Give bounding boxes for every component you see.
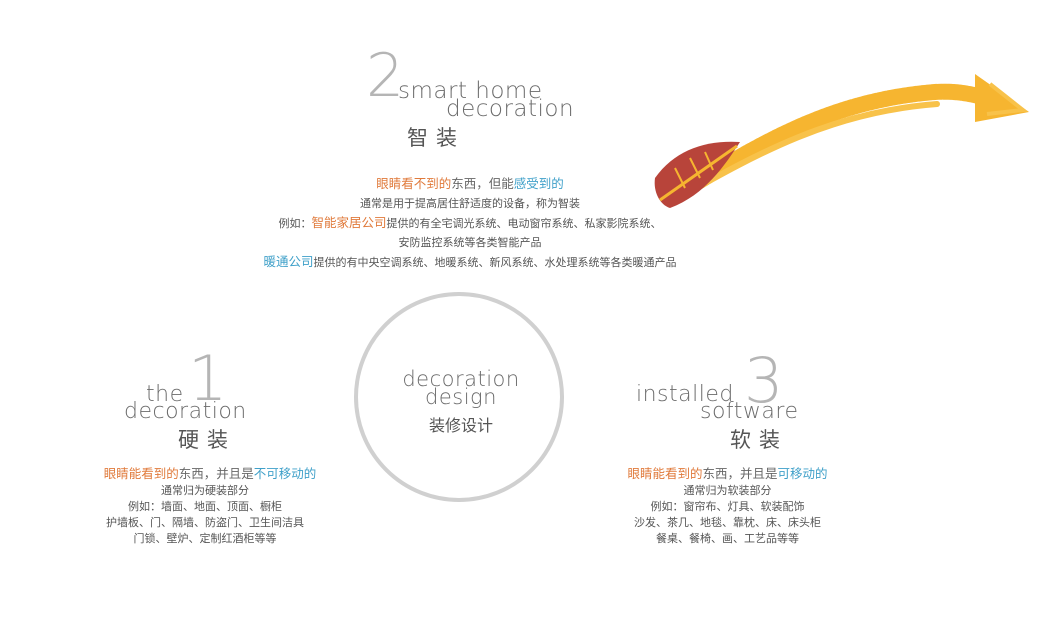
soft-title-en-line2: software — [700, 399, 799, 424]
smart-tagline: 眼睛看不到的东西，但能感受到的 — [300, 173, 640, 192]
hard-desc-line: 门锁、壁炉、定制红酒柜等等 — [133, 532, 277, 545]
hard-desc-line: 通常归为硬装部分 — [161, 484, 249, 497]
smart-tag-highlight1: 眼睛看不到的 — [376, 176, 452, 191]
smart-title-en-line2: decoration — [446, 96, 575, 122]
smart-desc-line4: 暖通公司提供的有中央空调系统、地暖系统、新风系统、水处理系统等各类暖通产品 — [263, 254, 677, 269]
soft-title-en-line1: installed — [636, 382, 734, 407]
hard-tag-highlight1: 眼睛能看到的 — [103, 466, 179, 481]
soft-desc-line: 餐桌、餐椅、画、工艺品等等 — [656, 532, 799, 545]
smart-description: 通常是用于提高居住舒适度的设备，称为智装 例如：智能家居公司提供的有全宅调光系统… — [240, 194, 700, 272]
soft-tag-mid: 东西，并且是 — [702, 466, 778, 481]
soft-desc-line: 通常归为软装部分 — [683, 484, 772, 497]
hard-tagline: 眼睛能看到的东西，并且是不可移动的 — [95, 463, 325, 482]
soft-desc-line: 沙发、茶几、地毯、靠枕、床、床头柜 — [634, 516, 821, 529]
center-ring — [354, 292, 564, 502]
soft-title-cn: 软装 — [730, 428, 788, 452]
smart-tag-mid: 东西，但能 — [451, 176, 514, 191]
swoosh-arrow-icon — [654, 74, 1029, 208]
soft-description: 通常归为软装部分 例如：窗帘布、灯具、软装配饰 沙发、茶几、地毯、靠枕、床、床头… — [610, 483, 845, 547]
smart-desc-line1: 通常是用于提高居住舒适度的设备，称为智装 — [360, 197, 580, 210]
hard-title-en-line2: decoration — [124, 399, 247, 424]
smart-title-en-line1: smart home — [398, 78, 543, 104]
hard-title-cn: 硬装 — [178, 428, 236, 452]
soft-desc-line: 例如：窗帘布、灯具、软装配饰 — [650, 500, 805, 513]
smart-desc-line3: 安防监控系统等各类智能产品 — [398, 236, 542, 249]
hard-description: 通常归为硬装部分 例如：墙面、地面、顶面、橱柜 护墙板、门、隔墙、防盗门、卫生间… — [85, 483, 325, 547]
smart-tag-highlight2: 感受到的 — [513, 176, 564, 191]
hard-desc-line: 护墙板、门、隔墙、防盗门、卫生间洁具 — [106, 516, 304, 529]
section-number-3: 3 — [744, 344, 784, 417]
smart-title-cn: 智装 — [407, 126, 465, 150]
center-title-cn: 装修设计 — [428, 416, 493, 435]
hard-title-en-line1: the — [146, 382, 184, 407]
hvac-company: 暖通公司 — [263, 254, 314, 269]
hard-tag-mid: 东西，并且是 — [178, 466, 254, 481]
leaf-icon — [654, 141, 740, 208]
smart-home-company: 智能家居公司 — [311, 215, 387, 230]
center-title-en-line1: decoration — [402, 367, 520, 391]
section-number-2: 2 — [366, 41, 405, 111]
soft-tag-highlight1: 眼睛能看到的 — [627, 466, 703, 481]
soft-tagline: 眼睛能看到的东西，并且是可移动的 — [615, 463, 840, 482]
section-number-1: 1 — [188, 342, 228, 415]
smart-desc-line2: 例如：智能家居公司提供的有全宅调光系统、电动窗帘系统、私家影院系统、 — [278, 215, 662, 230]
hard-tag-highlight2: 不可移动的 — [253, 466, 317, 481]
center-title-en-line2: design — [425, 385, 497, 409]
hard-desc-line: 例如：墙面、地面、顶面、橱柜 — [128, 500, 282, 513]
soft-tag-highlight2: 可移动的 — [777, 466, 828, 481]
